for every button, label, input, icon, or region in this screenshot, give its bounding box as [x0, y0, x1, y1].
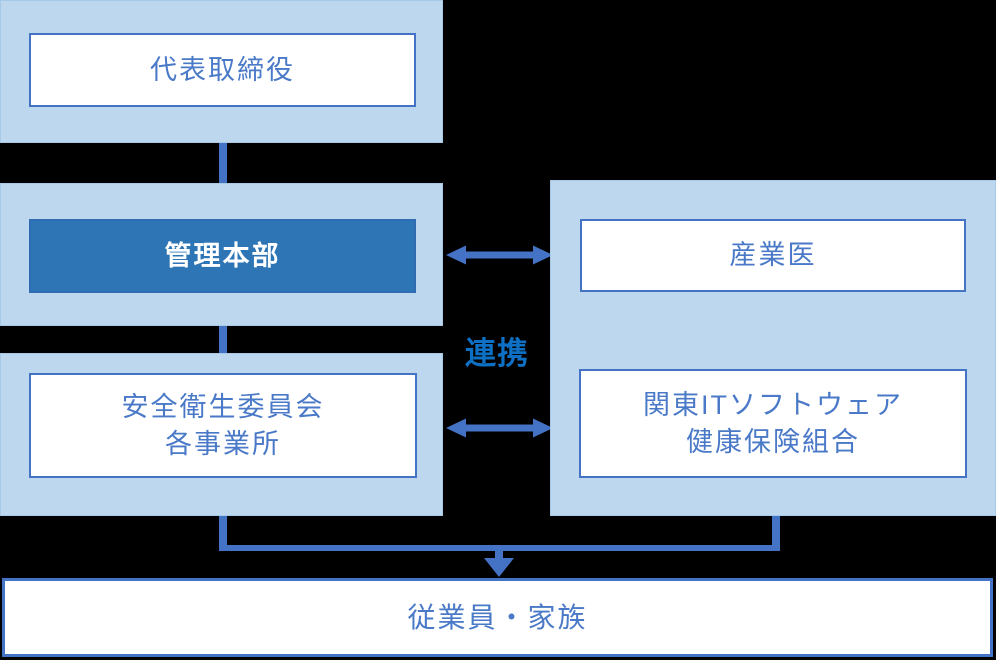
connector-to-employees	[219, 516, 780, 577]
double-arrow-management-physician-icon	[446, 245, 553, 265]
node-management-hq-label: 管理本部	[164, 240, 281, 271]
node-safety-committee: 安全衛生委員会 各事業所	[29, 373, 417, 478]
connector-management-safety	[219, 325, 227, 354]
node-employees-families: 従業員・家族	[2, 578, 993, 657]
cooperation-label: 連携	[465, 336, 529, 371]
node-safety-committee-line2: 各事業所	[165, 428, 281, 459]
node-president: 代表取締役	[29, 33, 416, 107]
node-management-hq: 管理本部	[29, 219, 416, 293]
node-health-insurance-line2: 健康保険組合	[686, 426, 860, 457]
double-arrow-safety-insurance-icon	[446, 418, 553, 438]
node-industrial-physician-label: 産業医	[729, 240, 817, 270]
node-safety-committee-line1: 安全衛生委員会	[121, 391, 325, 422]
node-health-insurance-line1: 関東ITソフトウェア	[643, 389, 903, 420]
node-industrial-physician: 産業医	[580, 219, 966, 292]
down-arrow-icon	[484, 558, 514, 577]
node-employees-families-label: 従業員・家族	[407, 602, 588, 633]
connector-president-management	[219, 143, 227, 184]
node-president-label: 代表取締役	[150, 54, 295, 85]
node-health-insurance-union: 関東ITソフトウェア 健康保険組合	[579, 369, 967, 478]
